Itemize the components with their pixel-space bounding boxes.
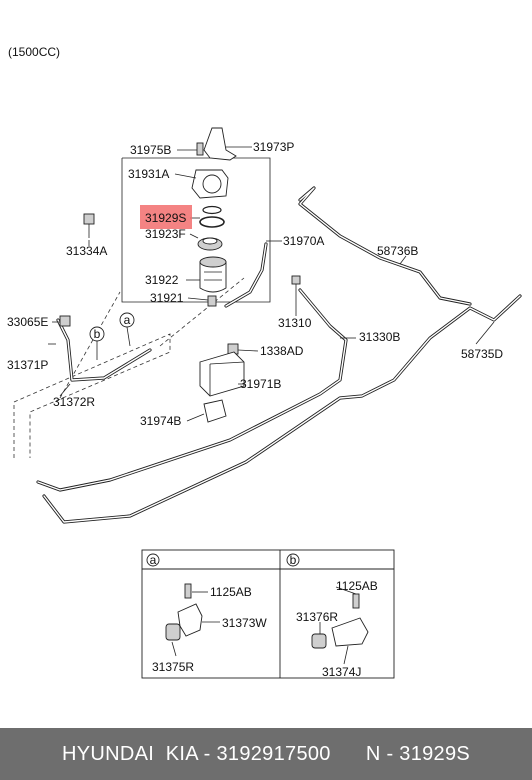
bolt-31975b bbox=[196, 142, 204, 156]
leader-lines bbox=[52, 146, 495, 422]
seal-ring bbox=[202, 205, 222, 215]
inset-b-bolt bbox=[352, 593, 360, 609]
inset-b-clip-label: 31376R bbox=[296, 610, 338, 624]
inset-a-grommet bbox=[165, 623, 181, 641]
dashed-leader-left bbox=[59, 291, 121, 399]
label-31970a: 31970A bbox=[283, 234, 324, 248]
bracket-31973p bbox=[203, 127, 237, 161]
connector-33065e bbox=[59, 315, 71, 327]
canister-31971b bbox=[199, 351, 245, 397]
label-31974b: 31974B bbox=[140, 414, 181, 428]
inset-a-letter: a bbox=[150, 553, 157, 567]
inset-b-bolt-label: 1125AB bbox=[336, 579, 378, 593]
label-31922: 31922 bbox=[145, 273, 179, 287]
footer-brand: HYUNDAI KIA - 3192917500 bbox=[61, 742, 331, 765]
inset-a-bolt bbox=[184, 583, 192, 599]
inset-b-circle bbox=[286, 553, 300, 567]
inset-b-bracket-label: 31374J bbox=[322, 665, 361, 679]
label-31921: 31921 bbox=[150, 291, 184, 305]
label-31931a: 31931A bbox=[128, 167, 169, 181]
filter-head-port bbox=[202, 174, 222, 194]
callout-b-letter: b bbox=[94, 327, 101, 341]
clip-31334a bbox=[83, 213, 95, 225]
drain-31921 bbox=[207, 295, 217, 307]
inset-b-clip bbox=[311, 633, 327, 649]
inset-a-grommet-label: 31375R bbox=[152, 660, 194, 674]
inset-a-circle bbox=[146, 553, 160, 567]
bracket-31974b bbox=[203, 399, 227, 423]
label-58736b: 58736B bbox=[377, 244, 418, 258]
label-31310: 31310 bbox=[278, 316, 312, 330]
footer-bar: HYUNDAI KIA - 3192917500 N - 31929S bbox=[0, 728, 532, 780]
label-31371p: 31371P bbox=[7, 358, 48, 372]
label-31923f: 31923F bbox=[145, 227, 186, 241]
label-31971b: 31971B bbox=[240, 377, 281, 391]
cap-31923f-top bbox=[202, 237, 218, 245]
o-ring-31929s bbox=[199, 216, 225, 228]
fitting-31310 bbox=[291, 275, 301, 285]
label-1338ad: 1338AD bbox=[260, 344, 304, 358]
inset-a-bolt-label: 1125AB bbox=[210, 585, 252, 599]
fuel-pipes bbox=[36, 186, 522, 524]
footer-part-number: N - 31929S bbox=[365, 742, 471, 765]
highlight-31929s bbox=[140, 205, 192, 229]
label-31372r: 31372R bbox=[53, 395, 95, 409]
label-31973p: 31973P bbox=[253, 140, 294, 154]
label-31330b: 31330B bbox=[359, 330, 400, 344]
inset-b-bracket bbox=[331, 617, 369, 647]
filter-element-31922 bbox=[199, 261, 227, 293]
label-31334a: 31334A bbox=[66, 244, 107, 258]
inset-b-letter: b bbox=[290, 553, 297, 567]
parts-diagram: (1500CC) bbox=[7, 45, 522, 679]
filter-element-top bbox=[199, 256, 227, 268]
callout-a-letter: a bbox=[124, 313, 131, 327]
label-58735d: 58735D bbox=[461, 347, 503, 361]
inset-a-bracket-label: 31373W bbox=[222, 616, 267, 630]
label-31975b: 31975B bbox=[130, 143, 171, 157]
engine-note: (1500CC) bbox=[8, 45, 60, 59]
label-33065e: 33065E bbox=[7, 315, 48, 329]
label-31929s: 31929S bbox=[145, 211, 186, 225]
